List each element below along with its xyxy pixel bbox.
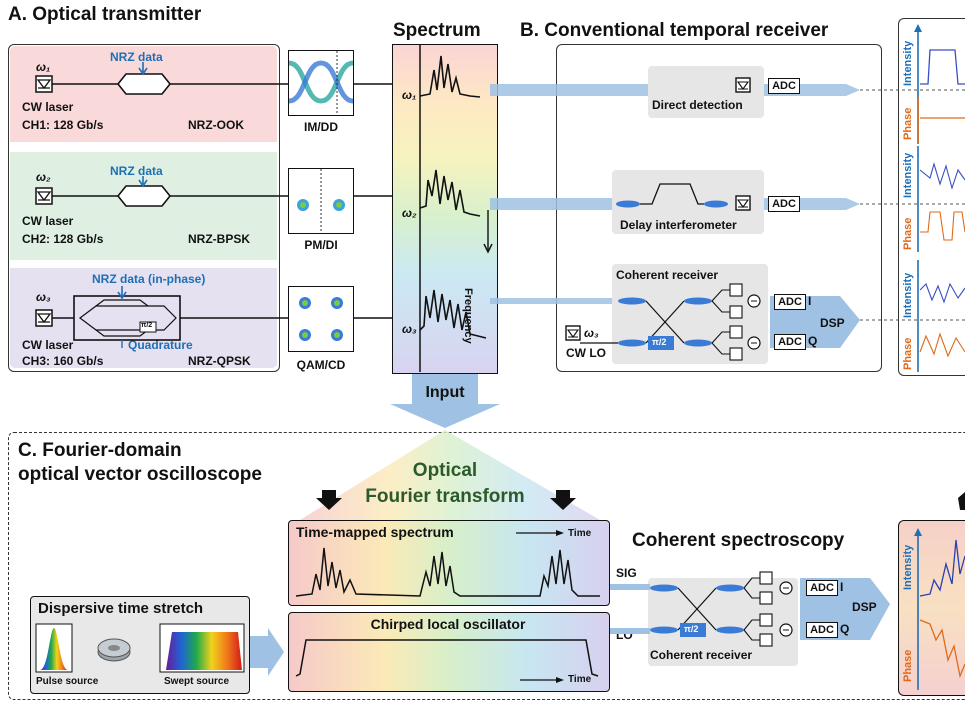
ch1-laser-label: CW laser — [22, 100, 74, 114]
coherent-receiver-c-label: Coherent receiver — [650, 648, 753, 662]
direct-detection-label: Direct detection — [652, 98, 743, 112]
dts-label: Dispersive time stretch — [38, 600, 204, 617]
adc-box-q: ADC — [774, 334, 806, 350]
adc-box-c-i: ADC — [806, 580, 838, 596]
ch3-laser-icon — [35, 309, 53, 327]
ch3-mod-label: QAM/CD — [296, 358, 346, 372]
intensity-label-c: Intensity — [902, 544, 914, 590]
dsp-label-c: DSP — [852, 600, 877, 614]
spectrum-omega3: ω₃ — [402, 322, 417, 336]
pi2-label-b: π/2 — [652, 337, 667, 347]
spectrum-panel — [392, 44, 498, 374]
transmitter-panel — [8, 44, 280, 372]
adc-c-q-label: Q — [840, 622, 850, 636]
sig-label: SIG — [616, 566, 637, 580]
eye-diagram-box — [288, 50, 354, 116]
pi2-label-c: π/2 — [684, 624, 699, 634]
ch1-format: NRZ-OOK — [188, 118, 244, 132]
section-c-panel — [8, 432, 965, 700]
ch2-data-label: NRZ data — [110, 164, 163, 178]
delay-interferometer-label: Delay interferometer — [620, 218, 737, 232]
swept-source-icon — [166, 632, 242, 670]
pulse-source-label: Pulse source — [36, 676, 99, 687]
ch1-modulator-icon — [116, 73, 172, 95]
ch3-format: NRZ-QPSK — [188, 354, 251, 368]
eye-diagram-icon — [288, 51, 354, 115]
adc-box-i: ADC — [774, 294, 806, 310]
ch1-omega: ω₁ — [36, 60, 51, 74]
ch2-rate: CH2: 128 Gb/s — [22, 232, 104, 246]
ch3-laser-label: CW laser — [22, 338, 74, 352]
ch3-quadrature-label: Quadrature — [128, 338, 193, 352]
oft-label-1: Optical — [412, 460, 478, 481]
ch2-mod-label: PM/DI — [304, 238, 338, 252]
dsp-label-b: DSP — [820, 316, 845, 330]
phase-label-c: Phase — [902, 649, 914, 682]
ch2-laser-icon — [35, 187, 53, 205]
clo-label: Chirped local oscillator — [370, 616, 526, 632]
section-c-title-1: C. Fourier-domain — [18, 440, 182, 461]
adc-c-i-label: I — [840, 580, 844, 594]
spectrum-omega2: ω₂ — [402, 206, 417, 220]
ch1-mod-label: IM/DD — [304, 120, 338, 134]
adc-i-label: I — [808, 294, 812, 308]
section-b-title: B. Conventional temporal receiver — [520, 20, 829, 41]
ch2-format: NRZ-BPSK — [188, 232, 250, 246]
spectrum-omega1: ω₁ — [402, 88, 417, 102]
time-label-2: Time — [568, 674, 592, 685]
ch3-omega: ω₃ — [36, 290, 51, 304]
ch2-modulator-icon — [116, 185, 172, 207]
output-panel-b — [898, 18, 965, 376]
cw-lo-label: CW LO — [566, 346, 606, 360]
qpsk-constellation-box — [288, 286, 354, 352]
tms-label: Time-mapped spectrum — [296, 524, 454, 540]
spectrum-title: Spectrum — [393, 20, 481, 41]
adc-box-1: ADC — [768, 78, 800, 94]
ch1-data-label: NRZ data — [110, 50, 163, 64]
ch2-laser-label: CW laser — [22, 214, 74, 228]
swept-source-label: Swept source — [164, 676, 230, 687]
coherent-receiver-label: Coherent receiver — [616, 268, 719, 282]
qpsk-constellation-icon — [299, 297, 343, 341]
adc-q-label: Q — [808, 334, 818, 348]
bpsk-constellation-icon — [297, 169, 345, 233]
section-a-title: A. Optical transmitter — [8, 4, 202, 25]
ch3-pi2-label: π/2 — [141, 322, 153, 329]
ch3-data-label: NRZ data (in-phase) — [92, 272, 206, 286]
section-c-title-2: optical vector oscilloscope — [18, 464, 262, 485]
input-label: Input — [425, 384, 465, 401]
adc-box-c-q: ADC — [806, 622, 838, 638]
output-panel-c — [898, 520, 965, 696]
pulse-source-icon — [40, 628, 68, 670]
ch3-rate: CH3: 160 Gb/s — [22, 354, 104, 368]
ch1-rate: CH1: 128 Gb/s — [22, 118, 104, 132]
oft-label-2: Fourier transform — [365, 486, 525, 507]
coherent-spectroscopy-title: Coherent spectroscopy — [632, 530, 845, 551]
bpsk-constellation-box — [288, 168, 354, 234]
time-label-1: Time — [568, 528, 592, 539]
adc-box-2: ADC — [768, 196, 800, 212]
omega3-lo: ω₃ — [584, 326, 599, 340]
ch2-omega: ω₂ — [36, 170, 51, 184]
coherent-receiver-c-block — [648, 578, 798, 666]
